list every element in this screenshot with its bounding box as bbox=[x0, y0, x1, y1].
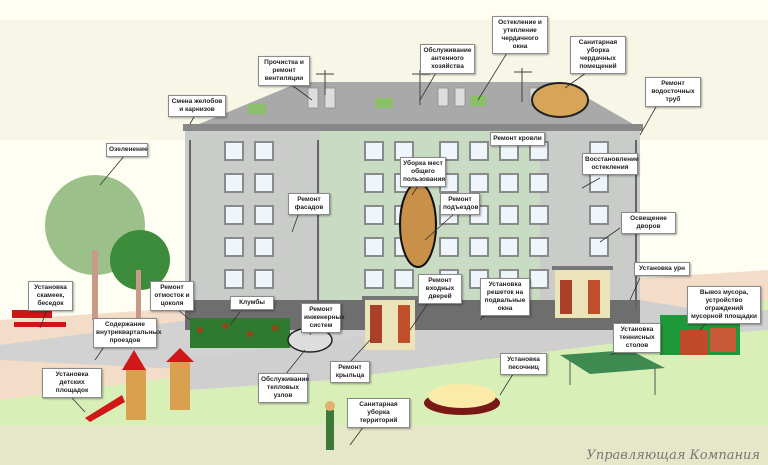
window bbox=[589, 173, 609, 193]
label-facades: Ремонт фасадов bbox=[288, 193, 330, 215]
label-roof: Ремонт кровли bbox=[490, 132, 545, 146]
playground bbox=[85, 348, 194, 422]
label-garbage: Вывоз мусора, устройство ограждений мусо… bbox=[687, 286, 761, 324]
window bbox=[499, 205, 519, 225]
label-lighting: Освещение дворов bbox=[621, 212, 676, 234]
porch-left bbox=[362, 296, 418, 350]
window bbox=[469, 173, 489, 193]
window bbox=[224, 205, 244, 225]
label-blind-area: Ремонт отмосток и цоколя bbox=[150, 281, 194, 311]
window bbox=[224, 237, 244, 257]
label-tennis: Установка теннисных столов bbox=[613, 323, 661, 353]
roof bbox=[185, 82, 640, 130]
window bbox=[224, 269, 244, 289]
window bbox=[589, 237, 609, 257]
window bbox=[364, 205, 384, 225]
window bbox=[224, 141, 244, 161]
watermark: Управляющая Компания bbox=[586, 448, 760, 463]
window bbox=[499, 173, 519, 193]
label-ventilation: Прочистка и ремонт вентиляции bbox=[258, 56, 310, 86]
window bbox=[439, 141, 459, 161]
windows bbox=[224, 141, 609, 289]
label-entry-doors: Ремонт входных дверей bbox=[418, 274, 462, 304]
label-attic-window: Остекление и утепление чердачного окна bbox=[492, 16, 548, 54]
label-driveways: Содержание внутриквартальных проездов bbox=[93, 318, 161, 348]
label-glazing: Восстановление остекления bbox=[582, 153, 639, 175]
window bbox=[254, 205, 274, 225]
label-basement-grates: Установка решеток на подвальные окна bbox=[480, 278, 530, 316]
window bbox=[224, 173, 244, 193]
window bbox=[439, 237, 459, 257]
window bbox=[364, 269, 384, 289]
label-engineering: Ремонт инженерных систем bbox=[301, 303, 345, 333]
label-drainpipes: Ремонт водосточных труб bbox=[645, 77, 701, 107]
garbage-area bbox=[660, 315, 740, 355]
window bbox=[589, 205, 609, 225]
label-benches: Установка скамеек, беседок bbox=[28, 281, 73, 311]
bench bbox=[12, 310, 66, 327]
porch-right bbox=[552, 266, 613, 318]
tree bbox=[110, 230, 170, 290]
label-heat-units: Обслуживание тепловых узлов bbox=[258, 373, 309, 403]
window bbox=[529, 269, 549, 289]
window bbox=[529, 205, 549, 225]
flowerbed bbox=[190, 318, 290, 348]
window bbox=[364, 237, 384, 257]
window bbox=[254, 269, 274, 289]
label-playgrounds: Установка детских площадок bbox=[42, 368, 102, 398]
window bbox=[254, 141, 274, 161]
window bbox=[394, 269, 414, 289]
window bbox=[529, 173, 549, 193]
attic-cutout bbox=[531, 82, 589, 118]
label-entrances: Ремонт подъездов bbox=[440, 193, 480, 215]
label-bins: Установка урн bbox=[634, 262, 690, 276]
window bbox=[499, 237, 519, 257]
label-gutters: Смена желобов и карнизов bbox=[168, 95, 226, 117]
window bbox=[469, 141, 489, 161]
label-territory-cleaning: Санитарная уборка территорий bbox=[347, 398, 410, 428]
stairwell-cutout bbox=[399, 182, 437, 268]
label-attic-cleaning: Санитарная уборка чердачных помещений bbox=[570, 36, 626, 74]
label-common-areas: Уборка мест общего пользования bbox=[400, 157, 446, 187]
window bbox=[254, 237, 274, 257]
window bbox=[529, 237, 549, 257]
label-flowerbeds: Клумбы bbox=[230, 296, 274, 310]
janitor bbox=[326, 410, 334, 450]
label-sandboxes: Установка песочниц bbox=[500, 353, 547, 375]
tennis-table bbox=[560, 350, 665, 374]
window bbox=[469, 237, 489, 257]
label-greening: Озеленение bbox=[106, 143, 148, 157]
label-porch: Ремонт крыльца bbox=[330, 361, 370, 383]
window bbox=[364, 173, 384, 193]
window bbox=[364, 141, 384, 161]
window bbox=[254, 173, 274, 193]
label-antenna: Обслуживание антенного хозяйства bbox=[420, 44, 475, 74]
